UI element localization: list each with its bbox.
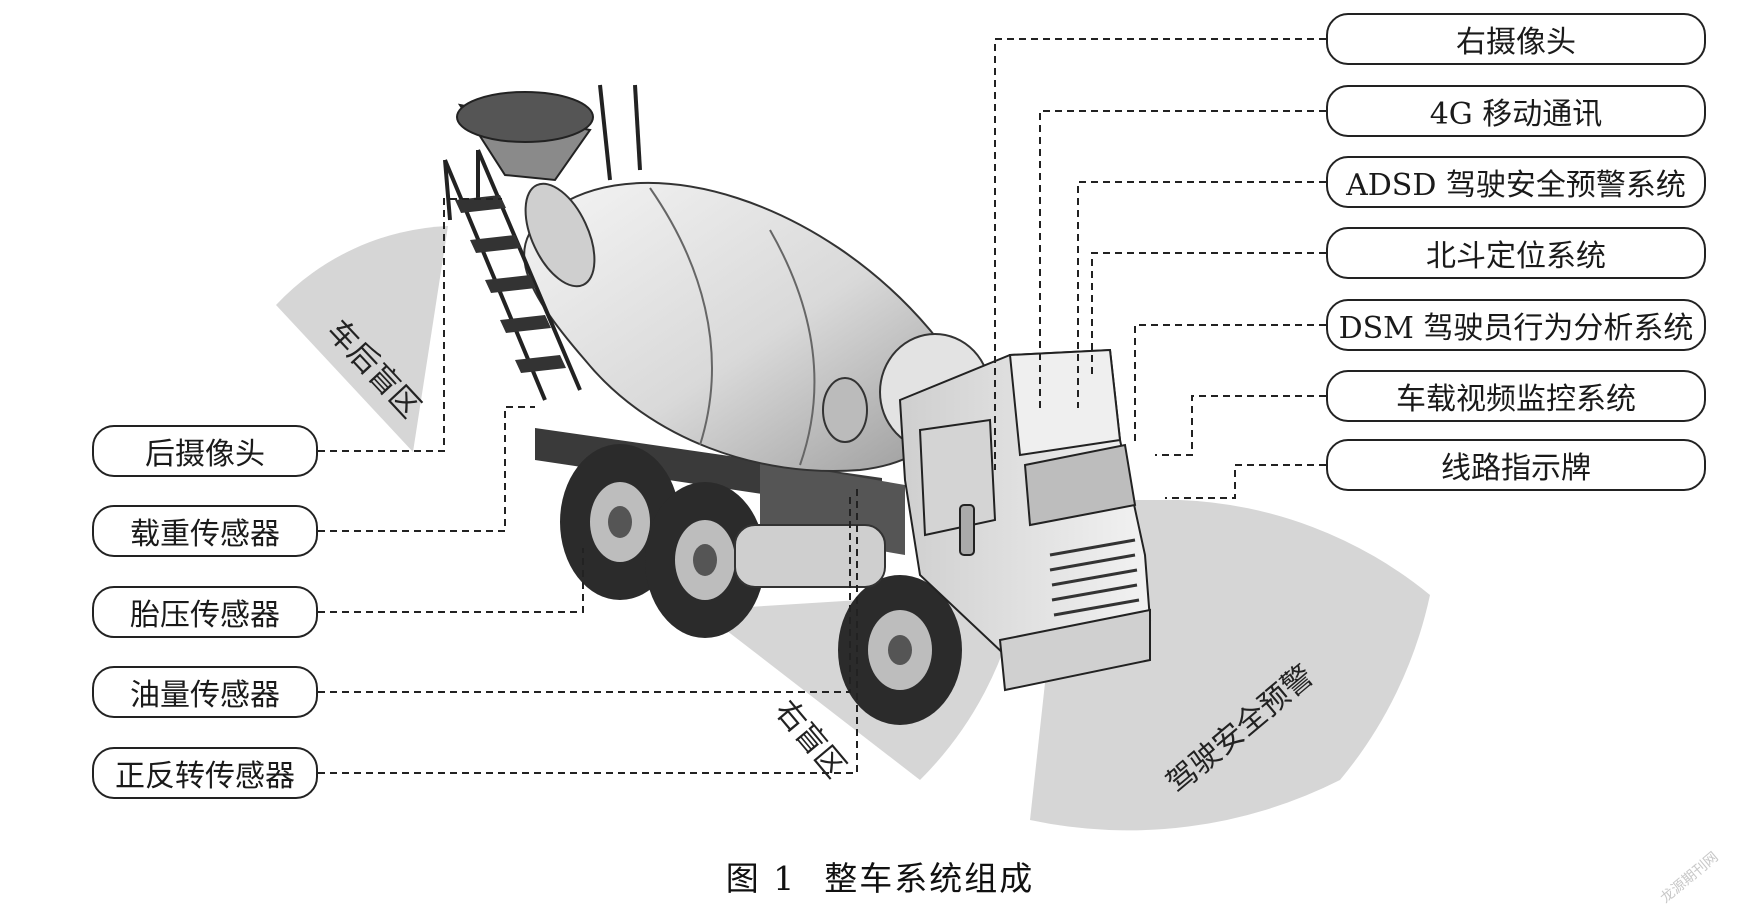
label-right-camera: 右摄像头 [1326,13,1706,65]
mixer-truck-drawing [443,84,1152,725]
figure-title: 整车系统组成 [824,859,1035,898]
label-beidou-positioning: 北斗定位系统 [1326,227,1706,279]
label-tire-pressure-sensor: 胎压传感器 [92,586,318,638]
leader-lines [318,38,1326,774]
label-route-sign: 线路指示牌 [1326,439,1706,491]
label-fuel-sensor: 油量传感器 [92,666,318,718]
label-rotation-sensor: 正反转传感器 [92,747,318,799]
label-adsd-system: ADSD 驾驶安全预警系统 [1326,156,1706,208]
label-rear-camera: 后摄像头 [92,425,318,477]
rear-blind-zone-sector [276,226,448,452]
label-4g-communication: 4G 移动通讯 [1326,85,1706,137]
figure-caption: 图 1 整车系统组成 [0,852,1760,900]
figure-number: 图 1 [725,859,797,898]
label-load-sensor: 载重传感器 [92,505,318,557]
label-dsm-system: DSM 驾驶员行为分析系统 [1326,299,1706,351]
label-video-monitoring: 车载视频监控系统 [1326,370,1706,422]
